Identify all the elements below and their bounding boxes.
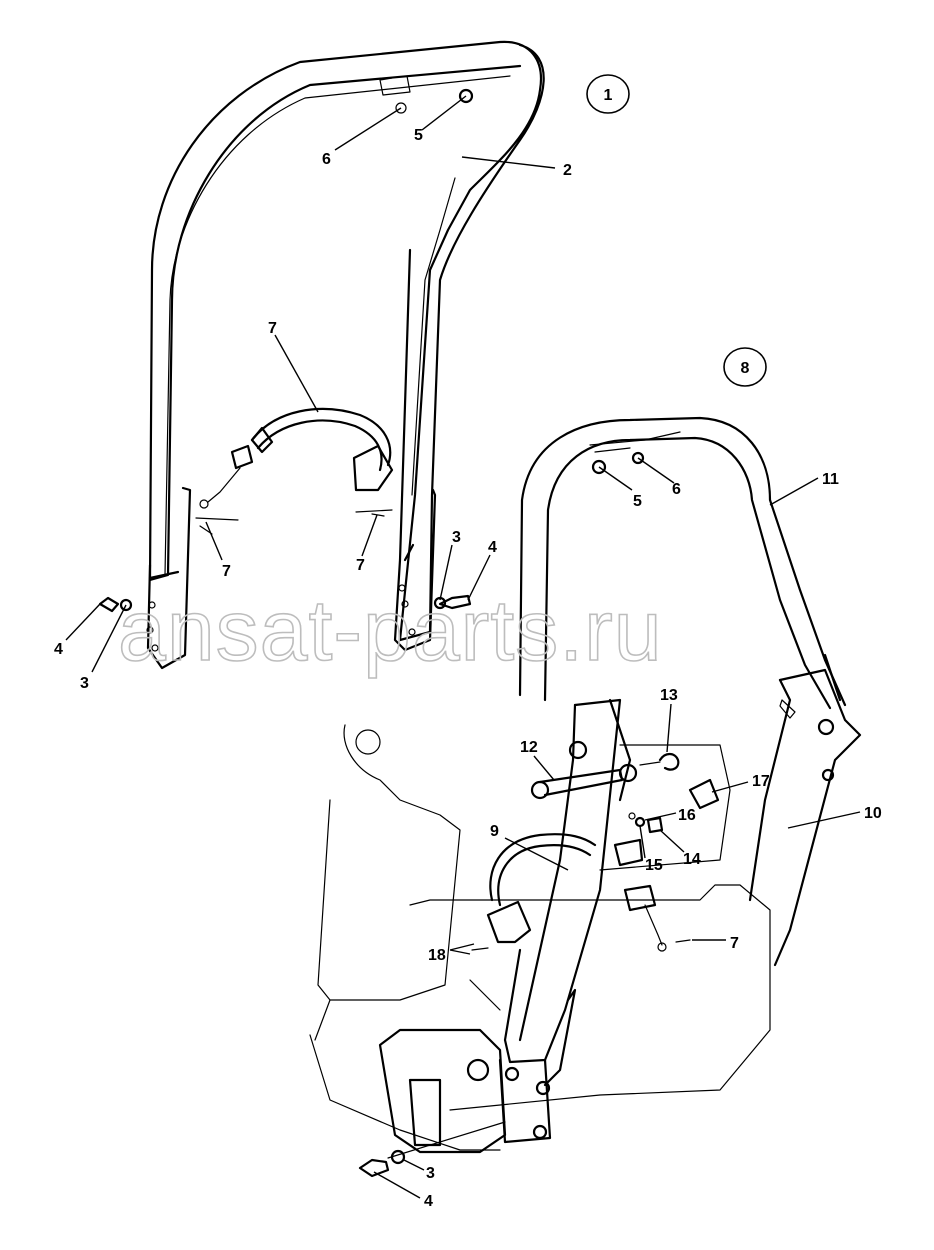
watermark-text: ansat-parts.ru	[118, 583, 663, 679]
label-7-belt: 7	[268, 320, 277, 337]
label-10: 10	[864, 805, 882, 822]
hardware-bolt-lower	[358, 1121, 506, 1178]
label-4-lower: 4	[424, 1193, 433, 1210]
seat-belt-upper	[195, 407, 394, 535]
label-12: 12	[520, 739, 538, 756]
label-3-left: 3	[80, 675, 89, 692]
callout-view-1: 1	[586, 74, 630, 114]
label-7-left: 7	[222, 563, 231, 580]
rops-frame-view-1	[146, 40, 545, 670]
part-labels: 5 6 2 7 7 7 3 4 4 3 11 5 6 13 12 17 10 1…	[54, 127, 882, 1210]
label-5-upper: 5	[414, 127, 423, 144]
svg-text:8: 8	[741, 360, 750, 377]
label-3-right: 3	[452, 529, 461, 546]
machine-body-view-8	[309, 724, 771, 1154]
rops-frame-view-8	[498, 416, 862, 1144]
svg-text:1: 1	[604, 87, 613, 104]
label-4-right: 4	[488, 539, 497, 556]
callout-view-8: 8	[723, 347, 767, 387]
label-5-lower: 5	[633, 493, 642, 510]
leader-lines	[65, 95, 861, 1199]
label-7-right: 7	[356, 557, 365, 574]
label-16: 16	[678, 807, 696, 824]
label-14: 14	[683, 851, 701, 868]
label-4-left: 4	[54, 641, 63, 658]
seat-belt-lower	[471, 833, 691, 952]
label-9: 9	[490, 823, 499, 840]
label-2: 2	[563, 162, 572, 179]
label-3-lower: 3	[426, 1165, 435, 1182]
label-6-lower: 6	[672, 481, 681, 498]
label-18: 18	[428, 947, 446, 964]
label-7-lower: 7	[730, 935, 739, 952]
label-15: 15	[645, 857, 663, 874]
pin-hardware-view-8	[530, 752, 720, 834]
label-6-upper: 6	[322, 151, 331, 168]
label-11: 11	[822, 471, 839, 488]
label-13: 13	[660, 687, 678, 704]
label-17: 17	[752, 773, 770, 790]
